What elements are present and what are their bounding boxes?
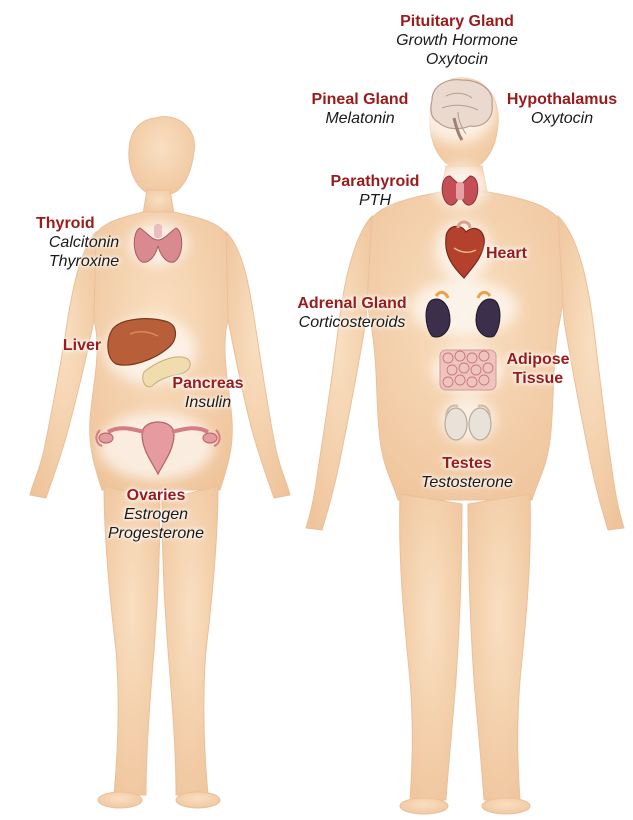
female-neck <box>143 190 174 214</box>
label-pancreas: Pancreas Insulin <box>160 374 256 412</box>
hormone-oxytocin-pituitary: Oxytocin <box>384 50 530 69</box>
organ-pineal: Pineal Gland <box>300 90 420 109</box>
label-liver: Liver <box>52 336 112 355</box>
organ-thyroid: Thyroid <box>36 214 132 233</box>
organ-pancreas: Pancreas <box>160 374 256 393</box>
organ-hypothalamus: Hypothalamus <box>496 90 628 109</box>
organ-liver: Liver <box>52 336 112 355</box>
organ-parathyroid: Parathyroid <box>320 172 430 191</box>
label-pineal: Pineal Gland Melatonin <box>300 90 420 128</box>
label-heart: Heart <box>486 244 556 263</box>
male-left-foot <box>400 798 448 814</box>
female-left-foot <box>98 792 142 808</box>
hormone-growth-hormone: Growth Hormone <box>384 31 530 50</box>
female-head <box>129 117 195 196</box>
female-left-arm <box>30 232 96 498</box>
organ-adipose-tissue: Tissue <box>496 369 580 388</box>
hormone-insulin: Insulin <box>160 393 256 412</box>
male-left-leg <box>400 494 462 800</box>
hormone-testosterone: Testosterone <box>406 473 528 492</box>
label-thyroid: Thyroid Calcitonin Thyroxine <box>36 214 132 271</box>
hormone-corticosteroids: Corticosteroids <box>284 313 420 332</box>
label-adrenal: Adrenal Gland Corticosteroids <box>284 294 420 332</box>
male-right-foot <box>482 798 530 814</box>
organ-adipose: Adipose <box>496 350 580 369</box>
label-pituitary: Pituitary Gland Growth Hormone Oxytocin <box>384 12 530 69</box>
label-parathyroid: Parathyroid PTH <box>320 172 430 210</box>
organ-ovaries: Ovaries <box>90 486 222 505</box>
male-left-arm <box>306 216 372 530</box>
female-right-foot <box>176 792 220 808</box>
hormone-estrogen: Estrogen <box>90 505 222 524</box>
label-ovaries: Ovaries Estrogen Progesterone <box>90 486 222 543</box>
label-testes: Testes Testosterone <box>406 454 528 492</box>
hormone-melatonin: Melatonin <box>300 109 420 128</box>
label-hypothalamus: Hypothalamus Oxytocin <box>496 90 628 128</box>
female-right-arm <box>226 232 290 498</box>
hormone-thyroxine: Thyroxine <box>36 252 132 271</box>
hormone-progesterone: Progesterone <box>90 524 222 543</box>
adipose-icon <box>440 350 496 390</box>
label-adipose: Adipose Tissue <box>496 350 580 388</box>
hormone-oxytocin-hypothalamus: Oxytocin <box>496 109 628 128</box>
organ-heart: Heart <box>486 244 556 263</box>
organ-adrenal: Adrenal Gland <box>284 294 420 313</box>
organ-testes: Testes <box>406 454 528 473</box>
hormone-pth: PTH <box>320 191 430 210</box>
hormone-calcitonin: Calcitonin <box>36 233 132 252</box>
organ-pituitary: Pituitary Gland <box>384 12 530 31</box>
male-right-leg <box>468 494 530 800</box>
